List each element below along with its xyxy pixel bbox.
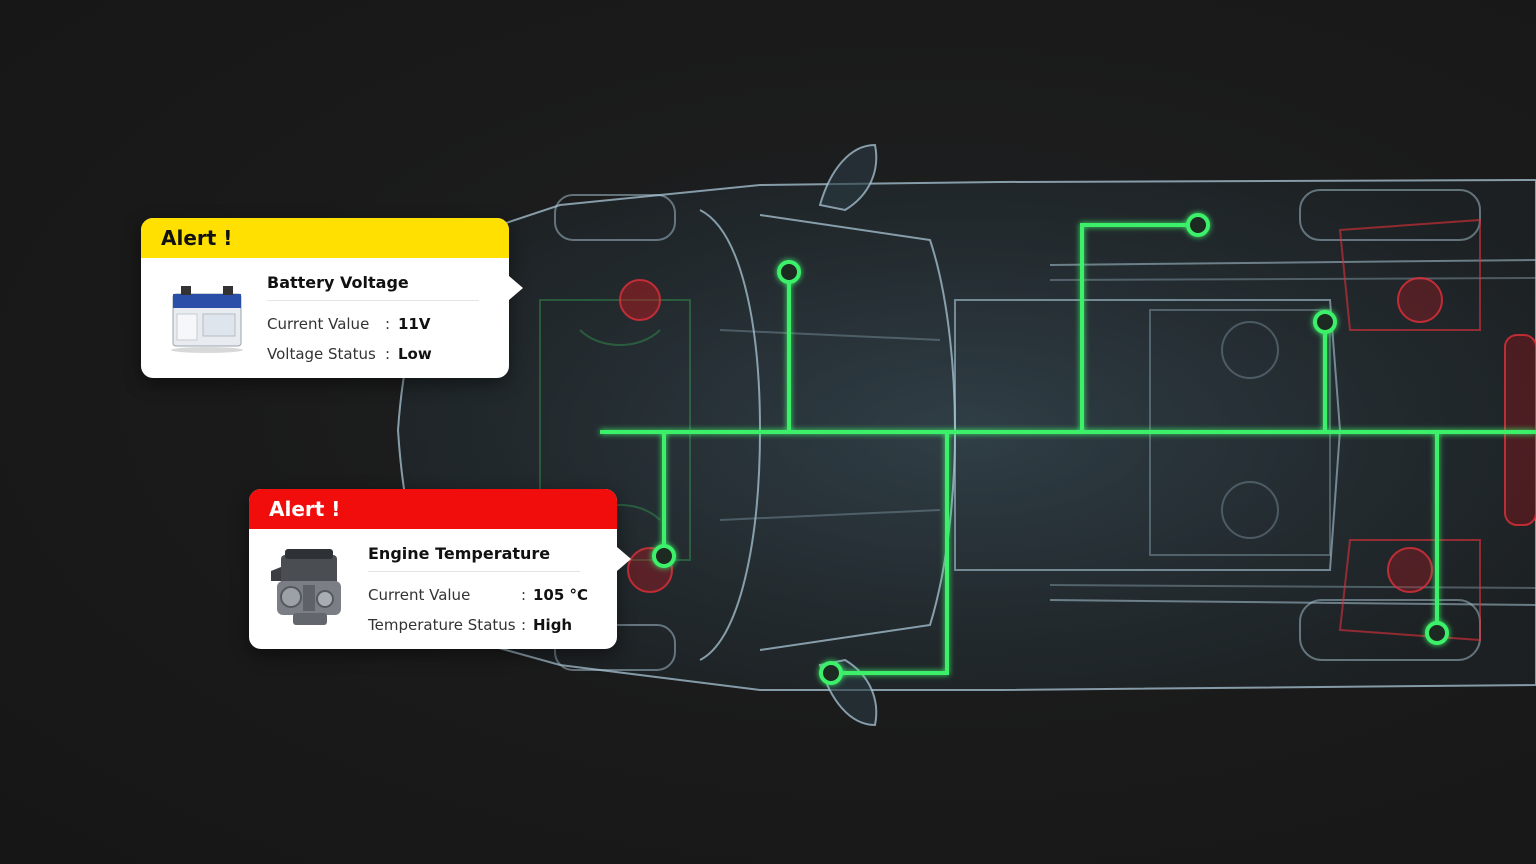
current-value-label: Current Value [368,586,471,604]
alert-header: Alert ! [141,218,509,258]
sensor-nodes [652,213,1449,685]
colon: : [521,586,527,604]
engine-alert-card[interactable]: Alert ! Engine Temperature Current Value… [249,489,631,649]
status-label: Temperature Status [368,616,516,634]
alert-title: Battery Voltage [267,273,409,292]
sensor-node[interactable] [1425,621,1449,645]
colon: : [385,315,391,333]
colon: : [385,345,391,363]
callout-pointer [509,276,523,300]
alert-title: Engine Temperature [368,544,551,563]
sensor-node[interactable] [777,260,801,284]
battery-alert-card[interactable]: Alert ! Battery Voltage Current Value : … [141,218,523,378]
status-label: Voltage Status [267,345,376,363]
colon: : [521,616,527,634]
divider [368,571,580,572]
current-value: 11V [398,315,431,333]
current-value: 105 °C [533,586,589,604]
sensor-node[interactable] [819,661,843,685]
divider [267,300,479,301]
callout-pointer [617,547,631,571]
sensor-node[interactable] [652,544,676,568]
status-value: Low [398,345,432,363]
engine-icon [271,549,341,625]
sensor-circuit [600,223,1536,675]
alert-header: Alert ! [249,489,617,529]
status-value: High [533,616,573,634]
sensor-node[interactable] [1313,310,1337,334]
current-value-label: Current Value [267,315,370,333]
sensor-node[interactable] [1186,213,1210,237]
battery-icon [171,286,243,353]
